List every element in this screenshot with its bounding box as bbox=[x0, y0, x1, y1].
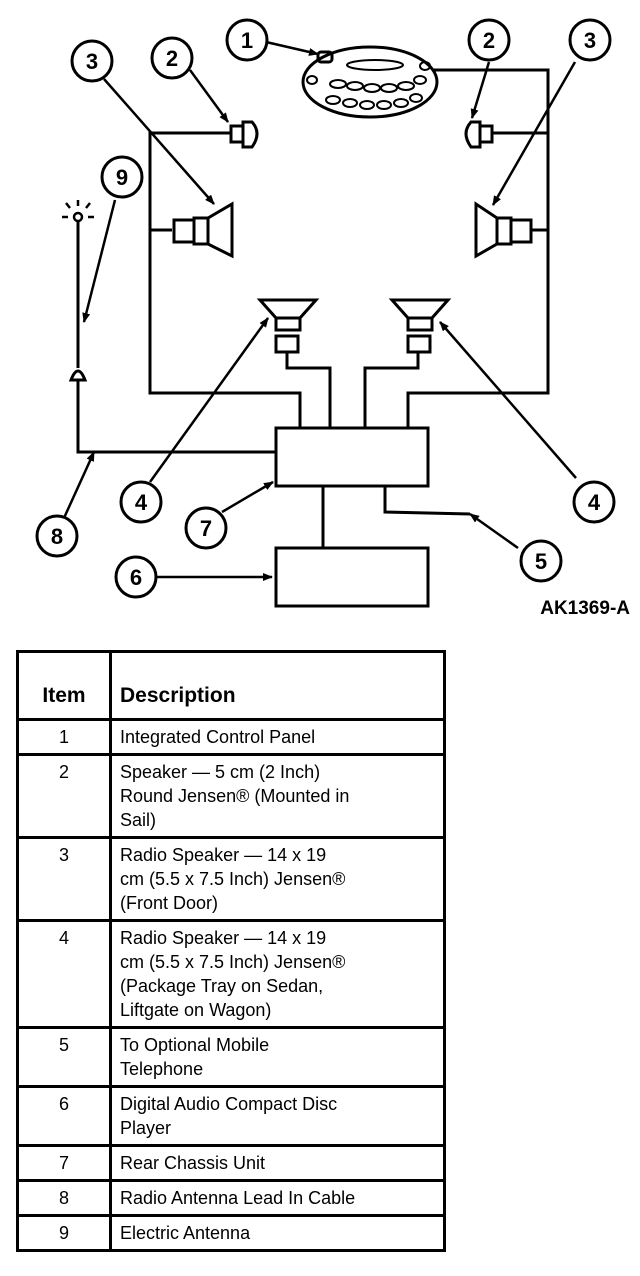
callout-8: 8 bbox=[51, 524, 63, 549]
callout-circles bbox=[35, 18, 616, 599]
callout-2-right: 2 bbox=[483, 28, 495, 53]
legend-row: 8 Radio Antenna Lead In Cable bbox=[16, 1179, 446, 1217]
description-line: (Package Tray on Sedan, bbox=[120, 976, 324, 996]
legend-item-number: 7 bbox=[16, 1144, 112, 1182]
description-line: cm (5.5 x 7.5 Inch) Jensen® bbox=[120, 952, 346, 972]
sail-speaker-left bbox=[229, 120, 259, 149]
legend-item-description: Integrated Control Panel bbox=[109, 718, 446, 756]
wire-phone bbox=[383, 486, 471, 516]
audio-system-diagram: 1 2 2 3 3 4 4 5 6 7 8 9 AK1369-A bbox=[35, 18, 630, 619]
leader-5 bbox=[469, 512, 519, 550]
leader-lines bbox=[62, 40, 577, 581]
rear-speaker-right bbox=[388, 298, 452, 354]
legend-item-number: 2 bbox=[16, 753, 112, 839]
callout-6: 6 bbox=[130, 565, 142, 590]
wire-rear-right bbox=[363, 352, 420, 428]
leader-3-right bbox=[491, 61, 577, 206]
leader-8 bbox=[62, 451, 96, 519]
legend-item-number: 1 bbox=[16, 718, 112, 756]
leader-1 bbox=[265, 40, 319, 56]
cd-player bbox=[274, 546, 430, 608]
rear-chassis-unit bbox=[274, 426, 430, 488]
front-door-speaker-right bbox=[474, 201, 533, 259]
legend-header-description: Description bbox=[109, 650, 446, 721]
legend-row: 2 Speaker — 5 cm (2 Inch) Round Jensen® (M… bbox=[16, 753, 446, 839]
legend-item-description: Rear Chassis Unit bbox=[109, 1144, 446, 1182]
callout-numbers: 1 2 2 3 3 4 4 5 6 7 8 9 bbox=[51, 28, 601, 590]
legend-header-row: Item Description bbox=[16, 650, 446, 721]
legend-item-description: Radio Speaker — 14 x 19 cm (5.5 x 7.5 Inc… bbox=[109, 836, 446, 922]
description-line: Rear Chassis Unit bbox=[120, 1153, 266, 1173]
legend-item-number: 8 bbox=[16, 1179, 112, 1217]
description-line: Liftgate on Wagon) bbox=[120, 1000, 272, 1020]
legend-item-description: Speaker — 5 cm (2 Inch) Round Jensen® (Mo… bbox=[109, 753, 446, 839]
description-line: cm (5.5 x 7.5 Inch) Jensen® bbox=[120, 869, 346, 889]
legend-item-description: Radio Antenna Lead In Cable bbox=[109, 1179, 446, 1217]
description-line: (Front Door) bbox=[120, 893, 219, 913]
description-line: Round Jensen® (Mounted in bbox=[120, 786, 350, 806]
legend-item-description: Electric Antenna bbox=[109, 1214, 446, 1252]
legend-table: Item Description 1 Integrated Control Pan… bbox=[16, 650, 446, 1252]
callout-2-left: 2 bbox=[166, 46, 178, 71]
legend-header-item: Item bbox=[16, 650, 112, 721]
description-line: Speaker — 5 cm (2 Inch) bbox=[120, 762, 321, 782]
callout-4-right: 4 bbox=[588, 490, 601, 515]
description-line: Electric Antenna bbox=[120, 1223, 251, 1243]
legend-row: 7 Rear Chassis Unit bbox=[16, 1144, 446, 1182]
integrated-control-panel bbox=[301, 45, 439, 119]
front-door-speaker-left bbox=[172, 201, 234, 259]
legend-row: 3 Radio Speaker — 14 x 19 cm (5.5 x 7.5 In… bbox=[16, 836, 446, 922]
wiring bbox=[76, 68, 550, 548]
description-line: Radio Speaker — 14 x 19 bbox=[120, 845, 327, 865]
leader-9 bbox=[82, 199, 117, 323]
description-line: Sail) bbox=[120, 810, 157, 830]
leader-3-left bbox=[103, 78, 215, 205]
description-line: Digital Audio Compact Disc bbox=[120, 1094, 338, 1114]
description-line: To Optional Mobile bbox=[120, 1035, 270, 1055]
leader-7 bbox=[221, 480, 274, 514]
legend-row: 9 Electric Antenna bbox=[16, 1214, 446, 1252]
legend-item-number: 9 bbox=[16, 1214, 112, 1252]
wire-left-loop bbox=[148, 131, 302, 428]
leader-2-left bbox=[188, 69, 230, 123]
legend-row: 4 Radio Speaker — 14 x 19 cm (5.5 x 7.5 In… bbox=[16, 919, 446, 1029]
legend-item-number: 3 bbox=[16, 836, 112, 922]
leader-4-left bbox=[148, 317, 270, 483]
wire-rear-left bbox=[285, 352, 332, 428]
legend-item-number: 4 bbox=[16, 919, 112, 1029]
description-line: Telephone bbox=[120, 1059, 204, 1079]
figure-id: AK1369-A bbox=[540, 598, 630, 619]
legend-item-description: Radio Speaker — 14 x 19 cm (5.5 x 7.5 Inc… bbox=[109, 919, 446, 1029]
leader-2-right bbox=[470, 61, 491, 119]
legend-item-number: 5 bbox=[16, 1026, 112, 1088]
rear-speaker-left bbox=[256, 298, 320, 354]
callout-3-right: 3 bbox=[584, 28, 596, 53]
legend-row: 1 Integrated Control Panel bbox=[16, 718, 446, 756]
description-line: Integrated Control Panel bbox=[120, 727, 316, 747]
callout-5: 5 bbox=[535, 549, 547, 574]
description-line: Radio Antenna Lead In Cable bbox=[120, 1188, 356, 1208]
callout-1: 1 bbox=[241, 28, 253, 53]
sail-speaker-right bbox=[464, 120, 494, 149]
leader-4-right bbox=[439, 321, 577, 479]
callout-7: 7 bbox=[200, 516, 212, 541]
wire-antenna bbox=[76, 378, 276, 454]
legend-item-number: 6 bbox=[16, 1085, 112, 1147]
callout-9: 9 bbox=[116, 165, 128, 190]
description-line: Player bbox=[120, 1118, 172, 1138]
electric-antenna bbox=[62, 200, 94, 382]
wire-right-loop bbox=[406, 68, 550, 428]
callout-4-left: 4 bbox=[135, 490, 148, 515]
callout-3-left: 3 bbox=[86, 49, 98, 74]
description-line: Radio Speaker — 14 x 19 bbox=[120, 928, 327, 948]
